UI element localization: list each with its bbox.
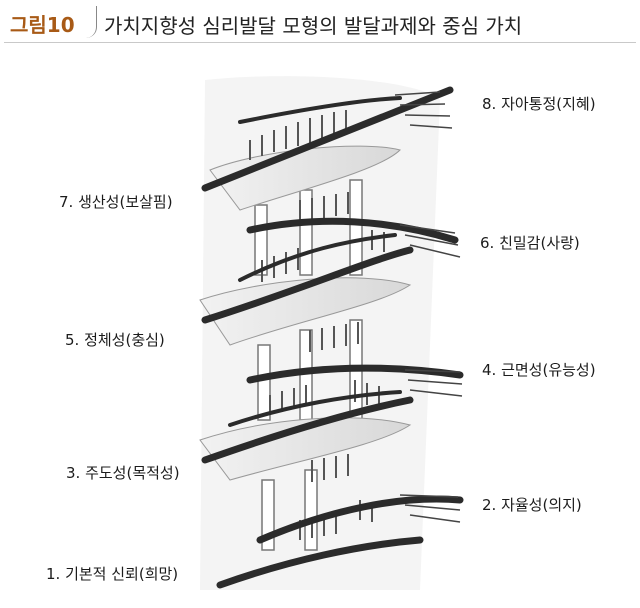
figure-number-divider bbox=[86, 6, 97, 38]
staircase-steps bbox=[394, 91, 463, 523]
figure-header: 그림10 가치지향성 심리발달 모형의 발달과제와 중심 가치 bbox=[4, 4, 636, 44]
stage-8-label: 8. 자아통정(지혜) bbox=[482, 95, 596, 113]
stage-7-label: 7. 생산성(보살핌) bbox=[59, 193, 173, 211]
stage-3-label: 3. 주도성(목적성) bbox=[66, 464, 180, 482]
stage-1-label: 1. 기본적 신뢰(희망) bbox=[46, 565, 179, 583]
stage-4-label: 4. 근면성(유능성) bbox=[482, 361, 596, 379]
header-divider bbox=[4, 42, 636, 43]
staircase-landings bbox=[199, 145, 412, 481]
figure-number: 그림10 bbox=[4, 6, 83, 40]
stage-2-label: 2. 자율성(의지) bbox=[482, 496, 582, 514]
stage-6-label: 6. 친밀감(사랑) bbox=[480, 234, 580, 252]
stage-5-label: 5. 정체성(충심) bbox=[65, 331, 165, 349]
figure-title: 가치지향성 심리발달 모형의 발달과제와 중심 가치 bbox=[104, 14, 523, 38]
